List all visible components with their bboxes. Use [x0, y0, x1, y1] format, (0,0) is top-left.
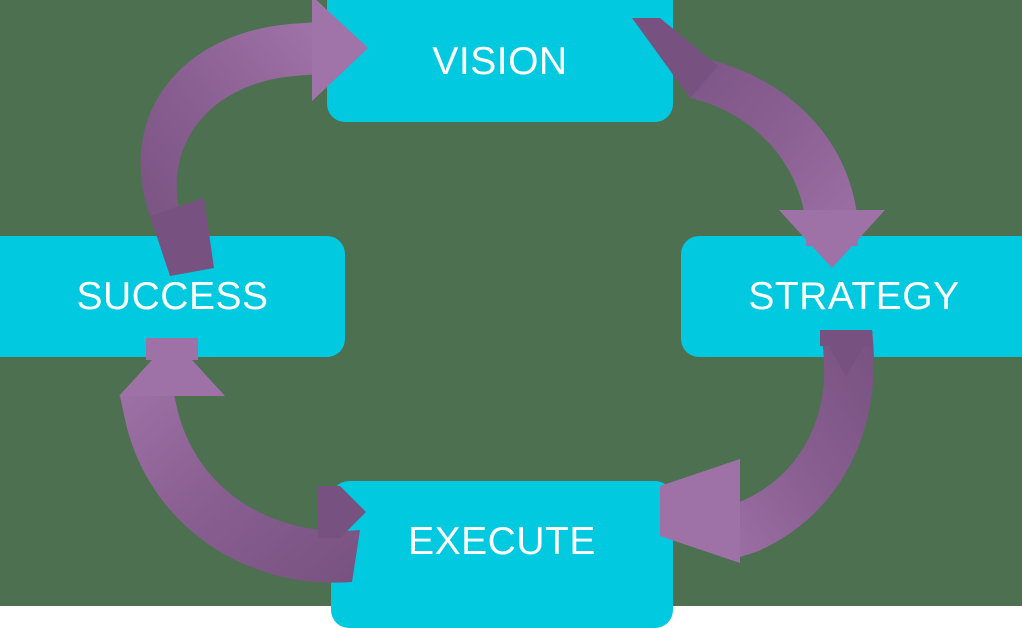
node-success[interactable]: SUCCESS	[0, 236, 345, 357]
arrow-vision-to-strategy-tail-overlay	[632, 18, 718, 98]
node-strategy-label: STRATEGY	[748, 275, 960, 318]
node-strategy[interactable]: STRATEGY	[681, 236, 1022, 357]
arrow-execute-to-success-head-overlay	[146, 338, 198, 360]
arrow-vision-to-strategy-head-overlay	[806, 222, 858, 246]
node-execute-label: EXECUTE	[408, 520, 596, 563]
arrow-strategy-to-execute-tail-tip	[820, 332, 873, 376]
node-success-label: SUCCESS	[76, 275, 269, 318]
cycle-arrow-overlays-svg	[146, 0, 873, 563]
arrow-success-to-vision-tail-overlay	[150, 198, 214, 276]
arrow-strategy-to-execute-head-overlay	[660, 459, 740, 563]
arrow-execute-to-success	[119, 338, 360, 583]
arrow-success-to-vision-body	[140, 22, 320, 256]
node-execute[interactable]: EXECUTE	[331, 481, 673, 628]
arrow-success-to-vision-head-overlay	[312, 0, 368, 101]
node-vision-label: VISION	[432, 39, 568, 83]
arrow-execute-to-success-head	[119, 338, 225, 396]
arrow-strategy-to-execute-body	[714, 330, 874, 560]
node-vision[interactable]: VISION	[327, 0, 673, 122]
arrow-execute-to-success-body	[120, 386, 360, 583]
arrow-execute-to-success-tail-overlay	[318, 486, 366, 538]
